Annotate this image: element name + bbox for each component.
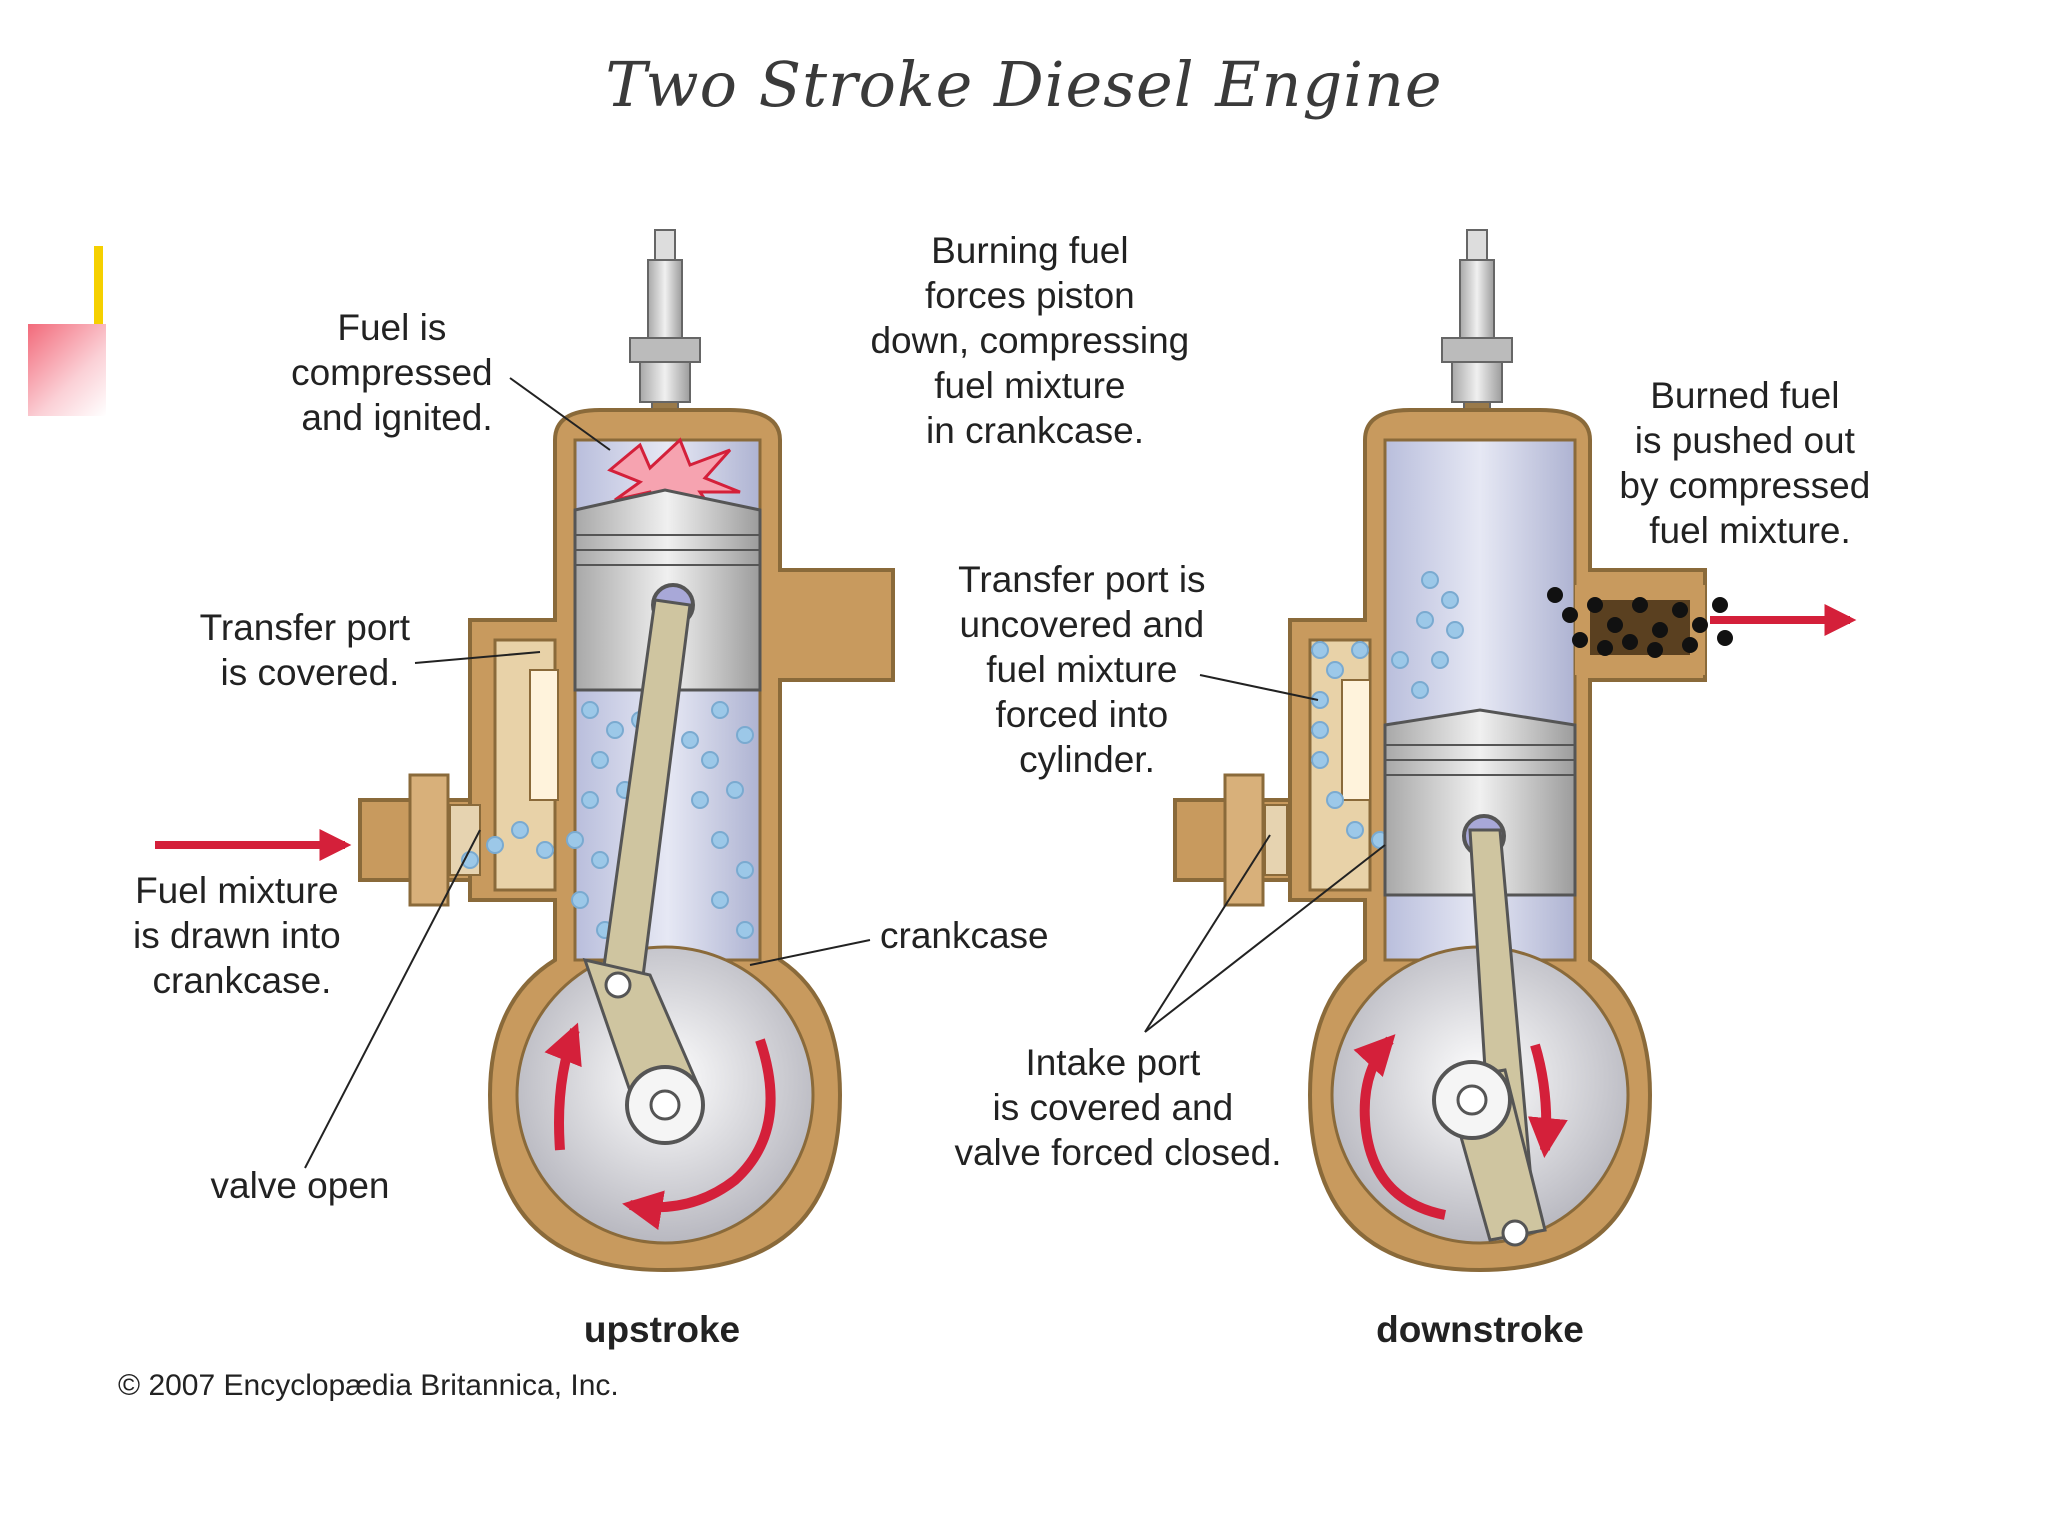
fuel-mixture-bubbles — [1311, 571, 1464, 849]
label-valve-open: valve open — [211, 1165, 390, 1206]
label-crankcase: crankcase — [880, 915, 1049, 956]
accent-gradient-square — [28, 324, 106, 416]
left-piston — [573, 488, 762, 692]
right-engine: Burning fuel forces piston down, compres… — [870, 229, 1880, 1350]
caption-upstroke: upstroke — [584, 1309, 740, 1350]
slide-title: Two Stroke Diesel Engine — [605, 48, 1443, 121]
label-fuel-drawn: Fuel mixture is drawn into crankcase. — [133, 870, 351, 1001]
label-burning-fuel: Burning fuel forces piston down, compres… — [870, 230, 1199, 451]
label-transfer-uncovered: Transfer port is uncovered and fuel mixt… — [958, 559, 1216, 780]
rotation-arrow-icon — [1527, 1043, 1568, 1158]
label-fuel-compressed: Fuel is compressed and ignited. — [291, 307, 503, 438]
left-engine: Fuel is compressed and ignited. Transfer… — [133, 229, 1049, 1350]
burned-fuel-particles — [1547, 587, 1733, 658]
caption-downstroke: downstroke — [1376, 1309, 1584, 1350]
accent-bar — [94, 246, 103, 324]
rotation-arrow-icon — [1353, 1034, 1447, 1220]
label-burned-fuel: Burned fuel is pushed out by compressed … — [1619, 375, 1880, 551]
spark-plug-icon — [629, 229, 701, 431]
rotation-arrow-icon — [544, 1022, 582, 1151]
rotation-arrow-icon — [622, 1038, 776, 1230]
copyright-notice: © 2007 Encyclopædia Britannica, Inc. — [118, 1369, 619, 1402]
label-transfer-covered: Transfer port is covered. — [200, 607, 421, 693]
label-intake-covered: Intake port is covered and valve forced … — [954, 1042, 1281, 1173]
